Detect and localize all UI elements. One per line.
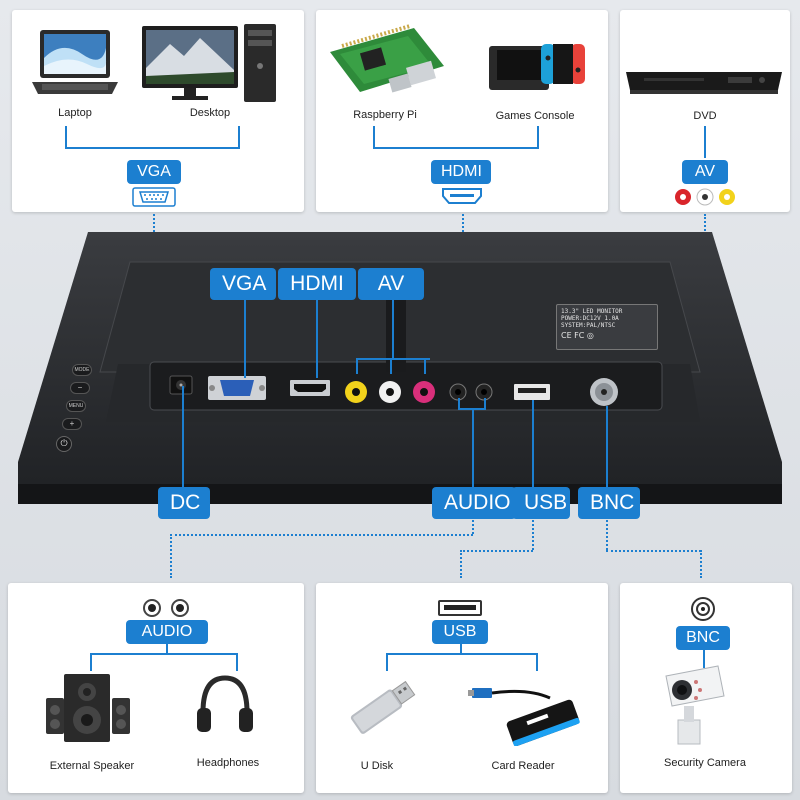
link-line bbox=[606, 520, 608, 550]
connector-line bbox=[460, 644, 462, 654]
power-button[interactable]: ⏻ bbox=[56, 436, 72, 452]
device-label-card-reader: Card Reader bbox=[491, 760, 555, 772]
connector-line bbox=[90, 653, 92, 671]
hdmi-badge: HDMI bbox=[431, 160, 491, 184]
bnc-port-icon bbox=[691, 597, 715, 621]
device-label-headphones: Headphones bbox=[196, 757, 260, 769]
connector-line bbox=[316, 300, 318, 378]
game-console-icon bbox=[489, 44, 585, 90]
device-label-desktop: Desktop bbox=[189, 107, 231, 119]
monitor-label-audio: AUDIO bbox=[432, 487, 516, 519]
connector-line bbox=[472, 408, 474, 488]
monitor-label-hdmi: HDMI bbox=[278, 268, 356, 300]
speaker-icon bbox=[46, 674, 130, 742]
link-line bbox=[704, 214, 706, 238]
connector-line bbox=[65, 147, 240, 149]
sticker-line-3: SYSTEM:PAL/NTSC bbox=[561, 322, 616, 329]
usb-flash-drive-icon bbox=[350, 680, 416, 734]
dvd-player-icon bbox=[626, 72, 782, 94]
spec-sticker: 13.3" LED MONITOR POWER:DC12V 1.0A SYSTE… bbox=[556, 304, 658, 350]
connector-line bbox=[458, 398, 460, 410]
link-line bbox=[170, 534, 172, 578]
monitor-ports bbox=[169, 375, 618, 406]
device-label-dvd: DVD bbox=[693, 110, 717, 122]
audio-jacks-icon bbox=[143, 599, 189, 617]
device-label-raspberry-pi: Raspberry Pi bbox=[353, 109, 417, 121]
sticker-line-1: 13.3" LED MONITOR bbox=[561, 308, 623, 315]
bnc-badge: BNC bbox=[676, 626, 730, 650]
connector-line bbox=[373, 126, 375, 148]
connector-line bbox=[703, 650, 705, 668]
sticker-line-2: POWER:DC12V 1.0A bbox=[561, 315, 619, 322]
connector-line bbox=[373, 147, 539, 149]
connector-line bbox=[65, 126, 67, 148]
connector-line bbox=[244, 300, 246, 378]
connector-line bbox=[424, 358, 426, 374]
vga-port-icon bbox=[132, 187, 176, 207]
connector-line bbox=[386, 653, 388, 671]
monitor-label-usb: USB bbox=[512, 487, 570, 519]
link-line bbox=[170, 534, 473, 536]
device-label-laptop: Laptop bbox=[58, 107, 92, 119]
plus-button[interactable]: + bbox=[62, 418, 82, 430]
connector-line bbox=[392, 300, 394, 358]
link-line bbox=[472, 520, 474, 534]
av-badge: AV bbox=[682, 160, 728, 184]
hdmi-port-icon bbox=[442, 188, 482, 204]
link-line bbox=[700, 550, 702, 578]
laptop-icon bbox=[32, 30, 118, 94]
connector-line bbox=[704, 126, 706, 158]
mode-button[interactable]: MODE bbox=[72, 364, 92, 376]
security-camera-icon bbox=[665, 665, 725, 745]
device-label-security-camera: Security Camera bbox=[664, 757, 746, 769]
desktop-computer-icon bbox=[142, 24, 276, 102]
audio-badge: AUDIO bbox=[126, 620, 208, 644]
menu-button[interactable]: MENU bbox=[66, 400, 86, 412]
connector-line bbox=[90, 653, 238, 655]
link-line bbox=[606, 550, 701, 552]
device-label-u-disk: U Disk bbox=[360, 760, 394, 772]
connector-line bbox=[536, 653, 538, 671]
connector-line bbox=[386, 653, 538, 655]
connector-line bbox=[606, 406, 608, 488]
card-reader-icon bbox=[468, 688, 580, 746]
connector-line bbox=[390, 358, 392, 374]
certification-marks: CE FC ◎ bbox=[561, 331, 594, 340]
monitor-label-vga: VGA bbox=[210, 268, 276, 300]
connector-line bbox=[182, 386, 184, 490]
connector-line bbox=[484, 398, 486, 410]
link-line bbox=[153, 214, 155, 232]
bottom-middle-panel bbox=[316, 583, 608, 793]
link-line bbox=[460, 550, 533, 552]
usb-port-icon bbox=[438, 600, 482, 616]
connector-line bbox=[238, 126, 240, 148]
bottom-left-panel bbox=[8, 583, 304, 793]
raspberry-pi-icon bbox=[330, 24, 444, 93]
minus-button[interactable]: − bbox=[70, 382, 90, 394]
headphones-icon bbox=[197, 675, 253, 732]
link-line bbox=[460, 550, 462, 578]
usb-badge: USB bbox=[432, 620, 488, 644]
connector-line bbox=[356, 358, 358, 374]
monitor-label-dc: DC bbox=[158, 487, 210, 519]
link-line bbox=[462, 214, 464, 232]
connector-line bbox=[532, 400, 534, 488]
connector-line bbox=[356, 358, 430, 360]
monitor-label-av: AV bbox=[358, 268, 424, 300]
device-label-games-console: Games Console bbox=[495, 110, 575, 122]
monitor-label-bnc: BNC bbox=[578, 487, 640, 519]
connector-line bbox=[537, 126, 539, 148]
vga-badge: VGA bbox=[127, 160, 181, 184]
av-ports-icon bbox=[675, 188, 735, 206]
connector-line bbox=[236, 653, 238, 671]
link-line bbox=[532, 520, 534, 550]
connector-line bbox=[166, 644, 168, 654]
device-label-external-speaker: External Speaker bbox=[49, 760, 135, 772]
